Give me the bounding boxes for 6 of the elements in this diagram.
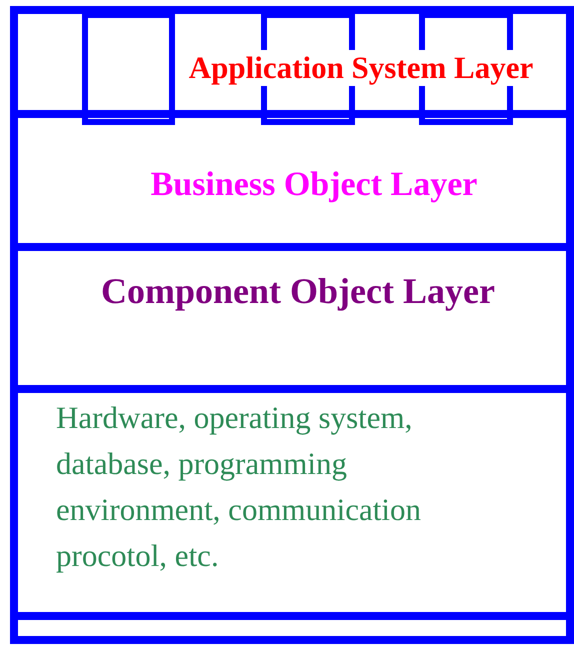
layer-title: Component Object Layer: [100, 270, 496, 312]
layer-title: Business Object Layer: [150, 166, 478, 204]
layer-title: Hardware, operating system, database, programming environment, communication procotol, etc.: [56, 399, 422, 575]
application-box: [82, 12, 175, 125]
outer-frame: [10, 6, 574, 644]
layer-title: Application System Layer: [188, 50, 534, 86]
